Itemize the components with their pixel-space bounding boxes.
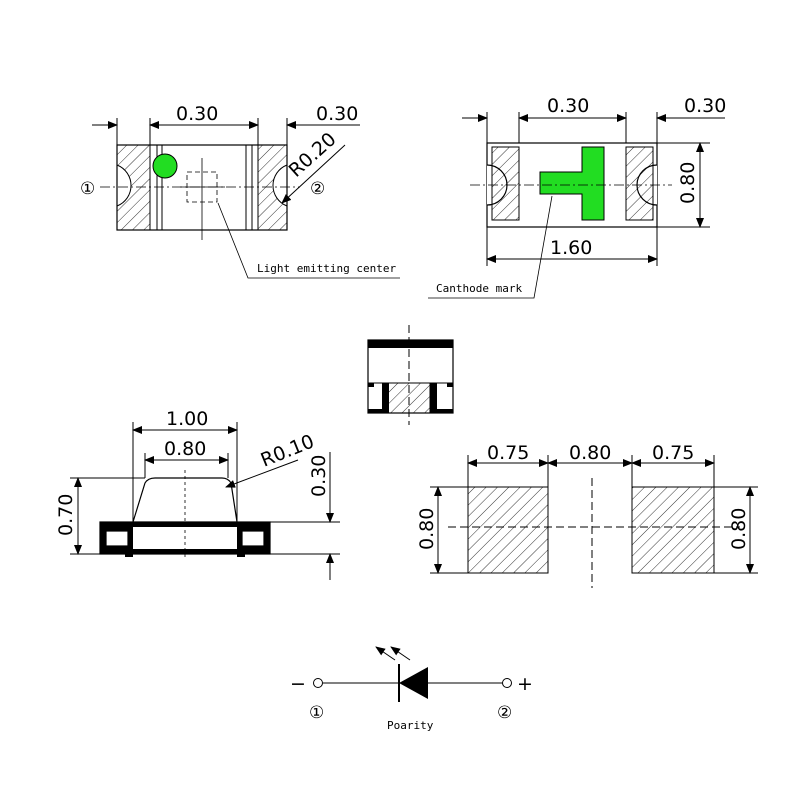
light-arrow-2 — [390, 646, 411, 661]
top-left-terminal — [116, 144, 151, 231]
bottom-right-pad — [625, 146, 654, 221]
light-arrow-1 — [375, 646, 396, 661]
polarity-symbol: − + ① ② Poarity — [290, 646, 533, 732]
symbol-pin2-label: ② — [497, 703, 512, 723]
side-dim-top-width: 1.00 — [166, 408, 208, 430]
terminal-1 — [313, 678, 323, 688]
top-pin1-label: ① — [80, 179, 95, 199]
green-dot-marker — [152, 153, 178, 179]
diode-triangle — [399, 667, 428, 699]
terminal-2 — [502, 678, 512, 688]
top-view: 0.30 0.30 R0.20 ① ② Light emitting cente… — [80, 103, 400, 279]
side-dim-body-height: 0.30 — [308, 455, 330, 497]
light-center-leader: Light emitting center — [257, 262, 396, 275]
pad-dim-height-right: 0.80 — [728, 508, 750, 550]
bottom-left-pad — [491, 146, 520, 221]
bottom-dim-right: 0.30 — [684, 95, 726, 117]
cathode-leader: Canthode mark — [436, 282, 522, 295]
pad-left — [467, 486, 549, 574]
top-radius: R0.20 — [285, 128, 341, 181]
top-dim-right: 0.30 — [316, 103, 358, 125]
top-dim-left: 0.30 — [176, 103, 218, 125]
pad-dim-right: 0.75 — [652, 442, 694, 464]
pad-dim-height-left: 0.80 — [416, 508, 438, 550]
pad-dim-left: 0.75 — [487, 442, 529, 464]
side-dim-inner-width: 0.80 — [164, 438, 206, 460]
cathode-mark — [539, 146, 605, 221]
symbol-pin1-label: ① — [309, 703, 324, 723]
pad-dim-gap: 0.80 — [569, 442, 611, 464]
side-view: 1.00 0.80 R0.10 0.70 0.30 — [55, 408, 340, 580]
end-view — [367, 325, 454, 425]
top-pin2-label: ② — [310, 179, 325, 199]
bottom-dim-left: 0.30 — [547, 95, 589, 117]
pad-layout: 0.75 0.80 0.75 0.80 0.80 — [416, 442, 758, 588]
bottom-dim-height: 0.80 — [677, 162, 699, 204]
pad-right — [631, 486, 715, 574]
top-right-terminal — [257, 144, 288, 231]
plus-sign: + — [517, 673, 533, 695]
bottom-dim-length: 1.60 — [550, 237, 592, 259]
minus-sign: − — [290, 673, 306, 695]
polarity-caption: Poarity — [387, 719, 434, 732]
bottom-view: 0.30 0.30 0.80 1.60 Canthode mark — [428, 95, 726, 299]
side-dim-total-height: 0.70 — [55, 494, 77, 536]
